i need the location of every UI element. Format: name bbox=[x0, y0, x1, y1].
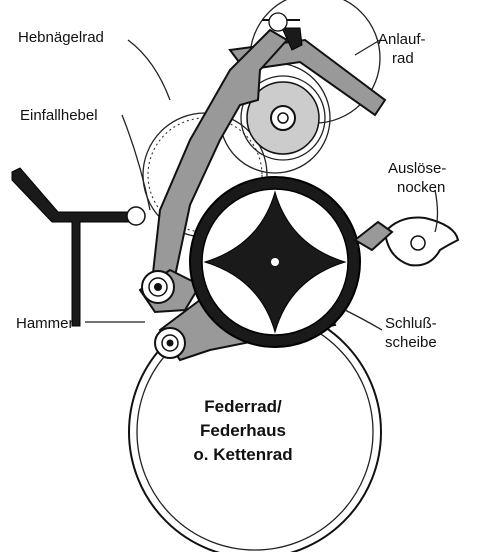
lower-pivot bbox=[154, 327, 186, 359]
label-ausloese-line1: Auslöse- bbox=[388, 160, 446, 177]
label-schluss-line1: Schluß- bbox=[385, 315, 437, 332]
label-anlaufrad-line1: Anlauf- bbox=[378, 31, 426, 48]
label-federrad-line2: Federhaus bbox=[200, 421, 286, 440]
label-schluss-line2: scheibe bbox=[385, 334, 437, 351]
anlauf-roller bbox=[268, 12, 288, 32]
hammer-roller bbox=[126, 206, 146, 226]
label-hebnaegelrad: Hebnägelrad bbox=[18, 29, 104, 46]
leader-lines bbox=[85, 39, 439, 331]
anlauf-pin-top bbox=[281, 27, 303, 51]
label-einfallhebel: Einfallhebel bbox=[20, 107, 98, 124]
ausloesenocken-cam bbox=[353, 216, 460, 267]
label-federrad-line3: o. Kettenrad bbox=[193, 445, 292, 464]
hebnaegelrad-wheel bbox=[219, 62, 331, 174]
label-ausloese-line2: nocken bbox=[397, 179, 445, 196]
schlussscheibe-wheel bbox=[189, 176, 361, 348]
einfallhebel-arm bbox=[148, 28, 289, 301]
label-anlaufrad-line2: rad bbox=[392, 50, 414, 67]
label-hammer: Hammer bbox=[16, 315, 74, 332]
label-federrad-line1: Federrad/ bbox=[204, 397, 282, 416]
hammer-pivot bbox=[141, 270, 175, 304]
hammer-shaft bbox=[11, 167, 141, 327]
